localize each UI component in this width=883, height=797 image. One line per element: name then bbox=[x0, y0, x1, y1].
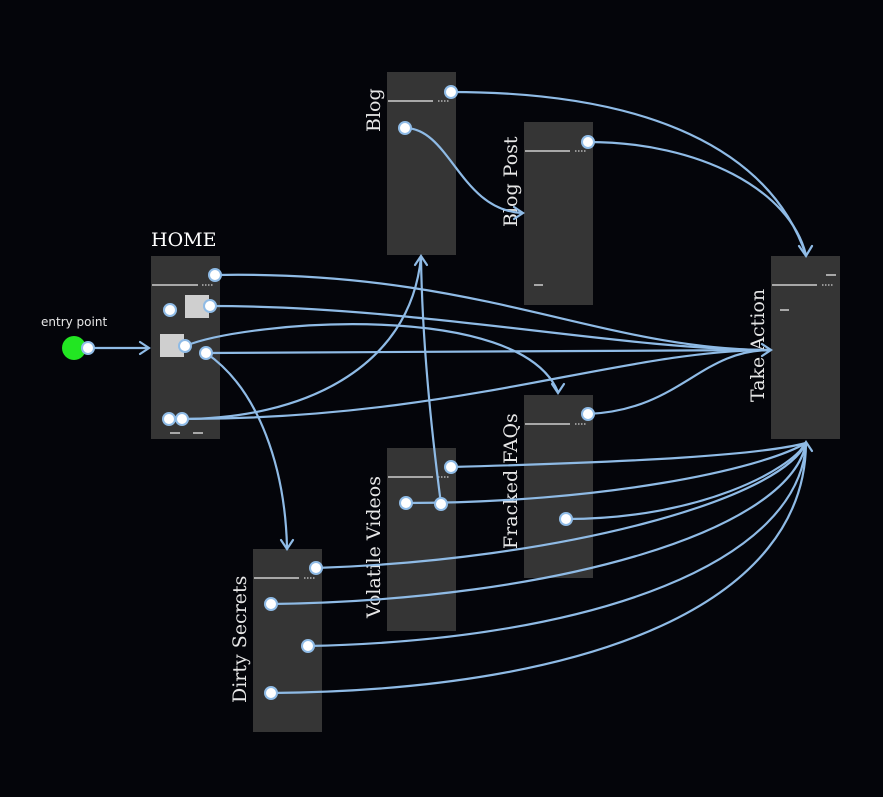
edge-blog-take-action bbox=[450, 90, 808, 256]
node-title-blog-post: Blog Post bbox=[500, 136, 522, 227]
arrowheads bbox=[138, 205, 814, 551]
ports[interactable] bbox=[81, 85, 595, 700]
edge-home-fracked-faqs bbox=[184, 323, 560, 393]
node-title-home: HOME bbox=[151, 229, 216, 251]
edge-volatile-videos-take-action bbox=[450, 441, 807, 469]
handle-icon[interactable] bbox=[185, 295, 209, 318]
arrowhead-icon bbox=[512, 205, 525, 221]
node-title-volatile-videos: Volatile Videos bbox=[363, 476, 385, 619]
node-title-dirty-secrets: Dirty Secrets bbox=[229, 576, 251, 703]
edge-blog-blog-post bbox=[404, 126, 523, 215]
arrowhead-icon bbox=[797, 244, 814, 259]
port-icon bbox=[175, 412, 189, 426]
port-icon bbox=[199, 346, 213, 360]
edges bbox=[88, 90, 808, 695]
port-icon bbox=[309, 561, 323, 575]
edge-home-take-action-3 bbox=[205, 348, 771, 355]
port-icon bbox=[203, 299, 217, 313]
port-icon bbox=[444, 460, 458, 474]
node-title-fracked-faqs: Fracked FAQs bbox=[500, 413, 522, 549]
port-icon bbox=[581, 135, 595, 149]
edge-fracked-faqs-take-action bbox=[587, 348, 771, 416]
port-icon bbox=[178, 339, 192, 353]
node-blog[interactable] bbox=[387, 72, 456, 255]
entry-point-dot[interactable] bbox=[62, 336, 86, 360]
edge-home-dirty-secrets bbox=[205, 352, 289, 548]
edge-fracked-faqs-take-action-2 bbox=[565, 442, 807, 521]
edge-dirty-secrets-take-action-1 bbox=[315, 442, 807, 570]
arrowhead-icon bbox=[279, 538, 295, 551]
port-icon bbox=[301, 639, 315, 653]
arrowhead-icon bbox=[798, 440, 814, 453]
edge-volatile-videos-take-action-2 bbox=[405, 442, 807, 505]
port-icon bbox=[434, 497, 448, 511]
arrowhead-icon bbox=[138, 340, 151, 356]
port-icon bbox=[163, 303, 177, 317]
port-icon bbox=[81, 341, 95, 355]
port-icon bbox=[399, 496, 413, 510]
port-icon bbox=[264, 597, 278, 611]
edge-dirty-secrets-take-action-3 bbox=[307, 442, 808, 648]
edge-blog-post-take-action bbox=[587, 140, 808, 256]
edge-dirty-secrets-take-action-2 bbox=[270, 442, 808, 606]
port-icon bbox=[398, 121, 412, 135]
handle-icon[interactable] bbox=[160, 334, 184, 357]
port-icon bbox=[559, 512, 573, 526]
port-icon bbox=[264, 686, 278, 700]
edge-home-blog bbox=[181, 256, 423, 421]
port-icon bbox=[162, 412, 176, 426]
arrowhead-icon bbox=[760, 342, 773, 358]
node-take-action[interactable] bbox=[771, 256, 840, 439]
node-blog-post[interactable] bbox=[524, 122, 593, 305]
edge-dirty-secrets-take-action-4 bbox=[270, 442, 808, 695]
node-volatile-videos[interactable] bbox=[387, 448, 456, 631]
node-fracked-faqs[interactable] bbox=[524, 395, 593, 578]
entry-point-label: entry point bbox=[41, 315, 107, 329]
port-icon bbox=[581, 407, 595, 421]
edge-home-take-action-4 bbox=[181, 348, 771, 421]
port-icon bbox=[444, 85, 458, 99]
edge-home-take-action-1 bbox=[214, 273, 771, 352]
node-title-blog: Blog bbox=[363, 88, 385, 132]
arrowhead-icon bbox=[413, 254, 429, 267]
node-title-take-action: Take Action bbox=[747, 289, 769, 402]
edge-home-take-action-2 bbox=[209, 304, 771, 352]
edge-volatile-videos-blog bbox=[419, 256, 443, 505]
arrowhead-icon bbox=[550, 382, 566, 395]
port-icon bbox=[208, 268, 222, 282]
